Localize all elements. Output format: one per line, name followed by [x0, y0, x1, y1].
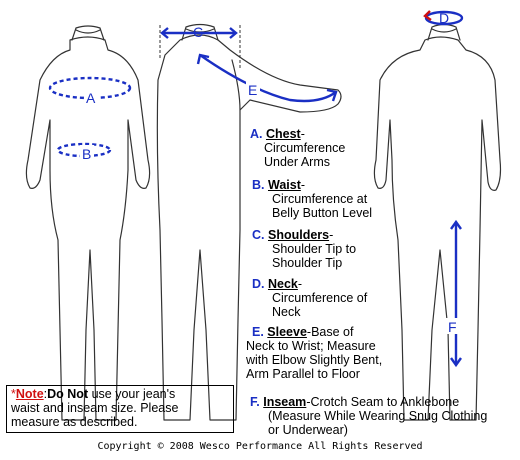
sleeve-term: Sleeve — [267, 325, 307, 339]
inseam-desc-2: or Underwear) — [268, 423, 348, 437]
note-box: *Note:Do Not use your jean's waist and i… — [6, 385, 234, 433]
waist-desc-2: Belly Button Level — [272, 206, 373, 220]
note-line-3: measure as described. — [11, 415, 138, 429]
sleeve-desc-2: with Elbow Slightly Bent, — [246, 353, 383, 367]
chest-letter: A. — [250, 127, 263, 141]
label-b: B — [82, 146, 91, 162]
shoulders-letter: C. — [252, 228, 265, 242]
inseam-term: Inseam — [263, 395, 307, 409]
label-c: C — [193, 24, 203, 40]
neck-desc-1: Circumference of — [272, 291, 368, 305]
sleeve-arrow-start — [196, 53, 210, 65]
neck-arrow-head — [423, 10, 432, 21]
neck-suffix: - — [297, 277, 303, 291]
measure-chest: A. Chest- Circumference Under Arms — [250, 127, 345, 169]
shoulders-suffix: - — [329, 228, 334, 242]
neck-term: Neck — [267, 277, 298, 291]
note-word: Note — [15, 387, 44, 401]
sleeve-suffix: -Base of — [306, 325, 354, 339]
inseam-arrow-bottom — [450, 357, 462, 368]
measure-shoulders: C. Shoulders- Shoulder Tip to Shoulder T… — [252, 228, 356, 270]
label-e: E — [248, 82, 257, 98]
shoulders-term: Shoulders — [267, 228, 330, 242]
sleeve-desc-3: Arm Parallel to Floor — [246, 367, 360, 381]
side-suit-outline — [373, 23, 502, 421]
shoulders-arrow-right — [229, 27, 238, 39]
waist-desc-1: Circumference at — [272, 192, 368, 206]
note-rest-1: use your jean's — [88, 387, 176, 401]
label-f: F — [448, 319, 457, 335]
measure-sleeve: E. Sleeve-Base of Neck to Wrist; Measure… — [246, 325, 382, 381]
label-a: A — [86, 90, 96, 106]
note-star: * — [11, 387, 16, 401]
chest-desc-1: Circumference — [264, 141, 346, 155]
waist-term: Waist — [267, 178, 301, 192]
note-colon: : — [43, 387, 48, 401]
sleeve-arrow-end — [326, 88, 338, 102]
shoulders-desc-1: Shoulder Tip to — [272, 242, 357, 256]
waist-measure-line — [56, 142, 112, 158]
inseam-suffix: -Crotch Seam to Anklebone — [306, 395, 460, 409]
waist-suffix: - — [300, 178, 306, 192]
shoulders-desc-2: Shoulder Tip — [272, 256, 343, 270]
note-do-not: Do Not — [47, 387, 89, 401]
inseam-letter: F. — [250, 395, 260, 409]
chest-desc-2: Under Arms — [264, 155, 330, 169]
neck-desc-2: Neck — [272, 305, 301, 319]
sleeve-desc-1: Neck to Wrist; Measure — [246, 339, 376, 353]
waist-letter: B. — [252, 178, 265, 192]
measure-waist: B. Waist- Circumference at Belly Button … — [252, 178, 372, 220]
sleeve-letter: E. — [252, 325, 264, 339]
shoulders-arrow-left — [160, 27, 169, 39]
chest-suffix: - — [300, 127, 305, 141]
measure-neck: D. Neck- Circumference of Neck — [252, 277, 367, 319]
inseam-arrow-top — [450, 219, 462, 230]
measure-inseam: F. Inseam-Crotch Seam to Anklebone (Meas… — [250, 395, 487, 437]
note-line-2: waist and inseam size. Please — [11, 401, 179, 415]
front-suit-outline — [25, 25, 151, 421]
sleeve-measure-line — [199, 54, 337, 103]
label-d: D — [439, 10, 449, 26]
chest-term: Chest — [265, 127, 301, 141]
inseam-desc-1: (Measure While Wearing Snug Clothing — [268, 409, 488, 423]
neck-letter: D. — [252, 277, 265, 291]
copyright-text: Copyright © 2008 Wesco Performance All R… — [97, 441, 423, 452]
